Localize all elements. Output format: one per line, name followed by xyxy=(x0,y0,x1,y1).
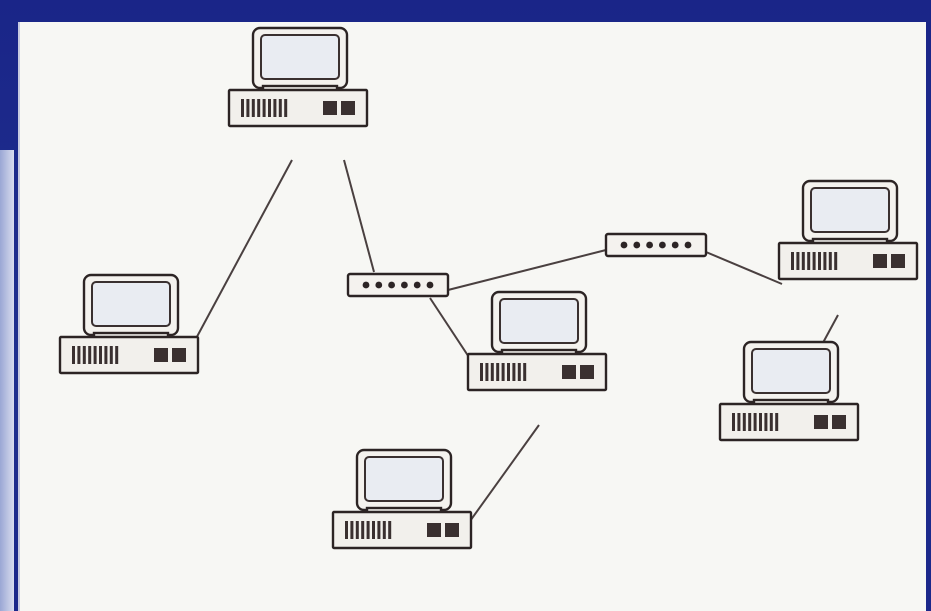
computer-icon-pc-right-upper xyxy=(777,179,919,281)
computer-icon-pc-right-lower xyxy=(718,340,860,442)
link-hub-right-pc-right-upper xyxy=(705,251,783,285)
computer-icon-pc-bottom xyxy=(331,448,473,550)
computer-icon-pc-center xyxy=(466,290,608,392)
side-strip xyxy=(0,150,14,611)
hub-icon-hub-right xyxy=(604,232,708,258)
link-hub-left-hub-right xyxy=(447,249,607,291)
computer-icon-pc-top xyxy=(227,26,369,128)
hub-icon-hub-left xyxy=(346,272,450,298)
nodes xyxy=(58,26,919,550)
link-pc-top-hub-left xyxy=(343,159,375,273)
computer-icon-pc-left xyxy=(58,273,200,375)
